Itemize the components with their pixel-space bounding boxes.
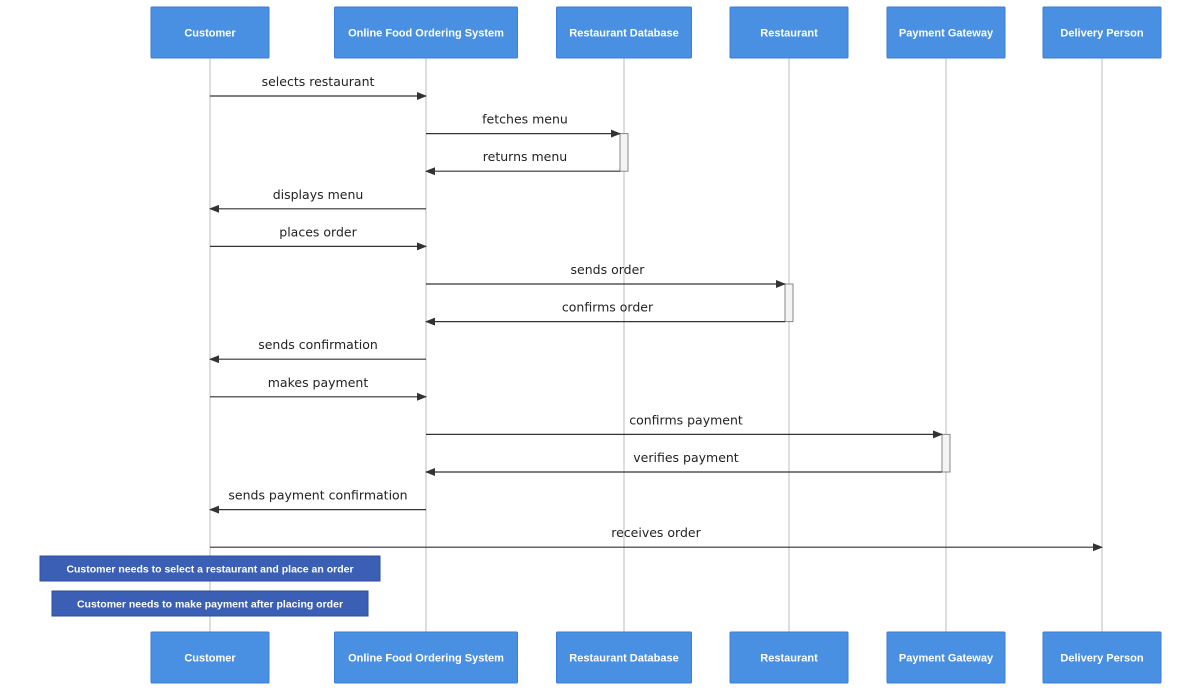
participant-box [886,631,1006,684]
participant-box [1042,6,1162,59]
activation-bar-payment [941,433,951,473]
participant-db-bottom: Restaurant Database [556,631,692,684]
participant-box [556,631,692,684]
participant-label: Payment Gateway [899,653,994,665]
participant-label: Payment Gateway [899,28,994,40]
message-label: fetches menu [482,112,568,127]
participant-box [150,631,270,684]
participant-box [729,631,849,684]
message: displays menu [209,187,426,213]
message: verifies payment [425,450,942,476]
note-text: Customer needs to make payment after pla… [77,599,343,611]
message-label: places order [279,224,357,239]
message: confirms order [425,300,785,326]
message-label: selects restaurant [262,74,375,89]
participant-box [150,6,270,59]
message-label: displays menu [273,187,364,202]
participant-label: Delivery Person [1060,28,1143,40]
activation-bar-db [619,133,629,172]
participant-box [334,631,518,684]
participant-label: Restaurant [760,28,818,40]
participant-label: Online Food Ordering System [348,653,504,665]
message-label: returns menu [483,149,567,164]
note-text: Customer needs to select a restaurant an… [66,564,353,576]
message-label: confirms order [562,300,654,315]
participant-box [556,6,692,59]
message: selects restaurant [210,74,427,100]
activation-bar-restaurant [784,283,794,323]
participant-customer-top: Customer [150,6,270,59]
note-box [51,590,369,617]
participant-box [334,6,518,59]
message: receives order [210,525,1103,552]
note: Customer needs to select a restaurant an… [39,555,381,582]
participant-restaurant-bottom: Restaurant [729,631,849,684]
message: sends confirmation [209,337,426,364]
participant-system-top: Online Food Ordering System [334,6,518,59]
notes: Customer needs to select a restaurant an… [39,555,381,617]
participant-label: Restaurant [760,653,818,665]
participant-system-bottom: Online Food Ordering System [334,631,518,684]
participant-delivery-bottom: Delivery Person [1042,631,1162,684]
message: sends order [426,262,786,288]
message: places order [210,224,427,251]
participant-label: Customer [184,653,236,665]
participant-label: Restaurant Database [569,28,678,40]
message-label: receives order [611,525,701,540]
participant-label: Customer [184,28,236,40]
message: makes payment [210,375,427,401]
note-box [39,555,381,582]
participant-box [1042,631,1162,684]
message: confirms payment [426,412,943,439]
participant-box [729,6,849,59]
message: fetches menu [426,112,621,138]
message: returns menu [425,149,620,176]
participant-restaurant-top: Restaurant [729,6,849,59]
participant-label: Restaurant Database [569,653,678,665]
participant-label: Delivery Person [1060,653,1143,665]
message-label: confirms payment [629,412,743,427]
participant-db-top: Restaurant Database [556,6,692,59]
message-label: sends confirmation [258,337,378,352]
message-label: verifies payment [633,450,739,465]
activation-bars [619,133,951,473]
participant-customer-bottom: Customer [150,631,270,684]
messages: selects restaurant fetches menu returns me… [209,74,1103,552]
message-label: makes payment [268,375,369,390]
message-label: sends payment confirmation [228,488,407,503]
message-label: sends order [571,262,646,277]
participant-payment-top: Payment Gateway [886,6,1006,59]
note: Customer needs to make payment after pla… [51,590,369,617]
participant-delivery-top: Delivery Person [1042,6,1162,59]
participant-label: Online Food Ordering System [348,28,504,40]
message: sends payment confirmation [209,488,426,514]
participant-box [886,6,1006,59]
participant-payment-bottom: Payment Gateway [886,631,1006,684]
